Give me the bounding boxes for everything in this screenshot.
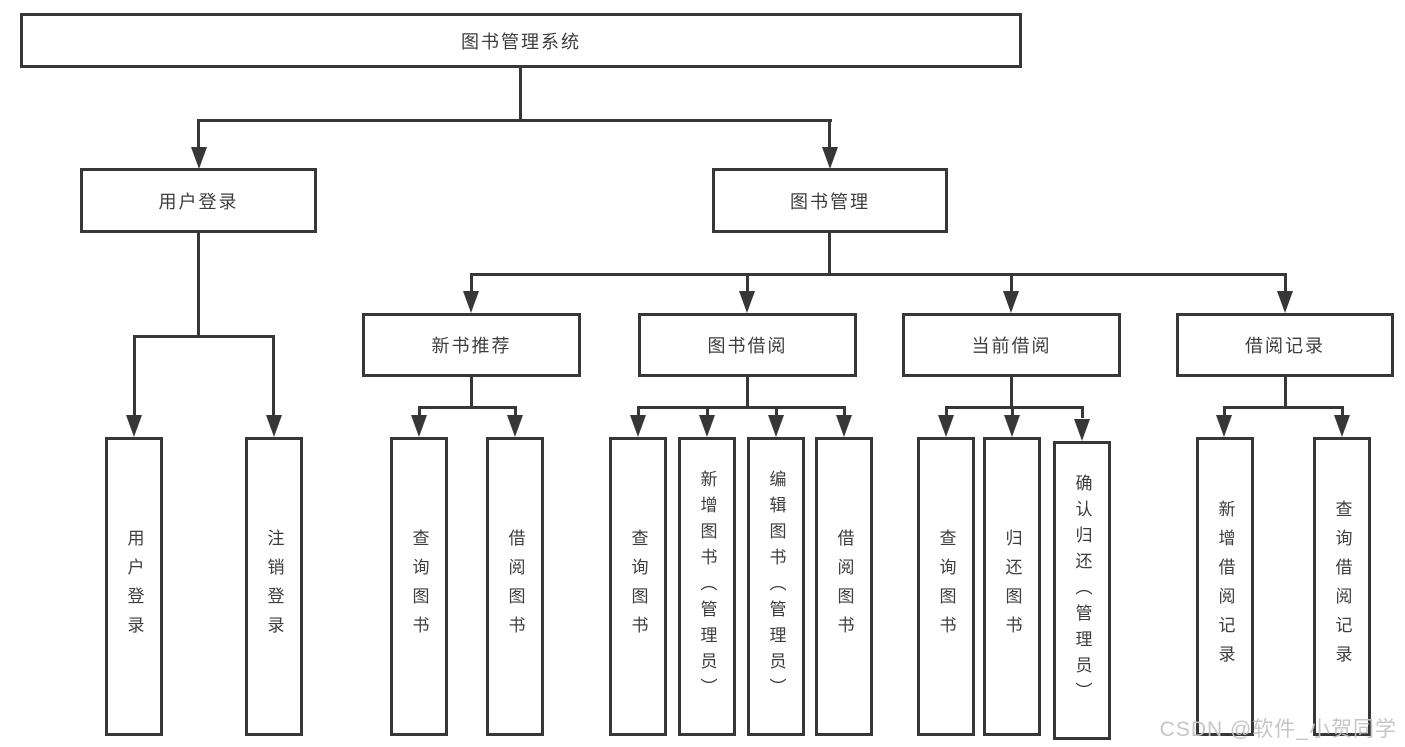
node-leaf-query-book-1: 查询图书 bbox=[390, 437, 448, 736]
node-leaf-query-borrow-record: 查询借阅记录 bbox=[1313, 437, 1371, 736]
node-label: 图书管理系统 bbox=[461, 31, 581, 52]
connector-line bbox=[470, 273, 473, 297]
connector-line bbox=[828, 119, 831, 151]
node-book-management: 图书管理 bbox=[712, 168, 948, 233]
connector-line bbox=[272, 335, 275, 417]
node-user-login: 用户登录 bbox=[80, 168, 317, 233]
arrowhead-down-icon bbox=[1277, 291, 1293, 313]
node-label: 图书借阅 bbox=[707, 336, 788, 356]
node-label: 用户登录 bbox=[158, 191, 239, 212]
node-leaf-logout: 注销登录 bbox=[245, 437, 303, 736]
connector-line bbox=[945, 406, 1084, 409]
connector-line bbox=[843, 406, 846, 418]
connector-line bbox=[1223, 406, 1226, 418]
leaf-label: 新增图书（管理员） bbox=[697, 469, 717, 704]
connector-line bbox=[746, 377, 749, 409]
arrowhead-down-icon bbox=[836, 415, 852, 437]
connector-line bbox=[514, 406, 517, 418]
connector-line bbox=[1284, 273, 1287, 297]
node-root-system: 图书管理系统 bbox=[20, 13, 1022, 68]
connector-line bbox=[133, 335, 136, 417]
connector-line bbox=[418, 406, 517, 409]
node-leaf-return-book: 归还图书 bbox=[983, 437, 1041, 736]
node-current-borrow: 当前借阅 bbox=[902, 313, 1121, 377]
arrowhead-down-icon bbox=[699, 415, 715, 437]
node-leaf-add-book-admin: 新增图书（管理员） bbox=[678, 437, 736, 736]
leaf-label: 归还图书 bbox=[1002, 528, 1022, 645]
connector-line bbox=[637, 406, 846, 409]
leaf-label: 查询图书 bbox=[628, 528, 648, 645]
connector-line bbox=[1010, 273, 1013, 297]
connector-line bbox=[945, 406, 948, 418]
leaf-label: 借阅图书 bbox=[505, 528, 525, 645]
leaf-label: 编辑图书（管理员） bbox=[766, 469, 786, 704]
connector-line bbox=[1284, 377, 1287, 409]
leaf-label: 借阅图书 bbox=[834, 528, 854, 645]
node-label: 图书管理 bbox=[790, 191, 870, 212]
arrowhead-down-icon bbox=[191, 147, 207, 169]
node-new-book-recommend: 新书推荐 bbox=[362, 313, 581, 377]
node-leaf-edit-book-admin: 编辑图书（管理员） bbox=[747, 437, 805, 736]
leaf-label: 新增借阅记录 bbox=[1215, 499, 1235, 674]
arrowhead-down-icon bbox=[266, 415, 282, 437]
connector-line bbox=[1081, 406, 1084, 418]
node-label: 新书推荐 bbox=[431, 336, 512, 356]
node-leaf-query-book-2: 查询图书 bbox=[609, 437, 667, 736]
arrowhead-down-icon bbox=[463, 291, 479, 313]
arrowhead-down-icon bbox=[1216, 415, 1232, 437]
connector-line bbox=[828, 233, 831, 276]
leaf-label: 注销登录 bbox=[264, 528, 284, 645]
connector-line bbox=[197, 119, 200, 151]
arrowhead-down-icon bbox=[630, 415, 646, 437]
connector-line bbox=[1011, 406, 1014, 418]
connector-line bbox=[746, 273, 749, 297]
node-leaf-query-book-3: 查询图书 bbox=[917, 437, 975, 736]
arrowhead-down-icon bbox=[411, 415, 427, 437]
connector-line bbox=[133, 335, 275, 338]
connector-line bbox=[197, 233, 200, 338]
connector-line bbox=[198, 119, 832, 122]
connector-line bbox=[1223, 406, 1344, 409]
connector-line bbox=[471, 273, 1287, 276]
connector-line bbox=[519, 67, 522, 122]
node-leaf-borrow-book-1: 借阅图书 bbox=[486, 437, 544, 736]
node-label: 当前借阅 bbox=[971, 336, 1052, 356]
leaf-label: 查询图书 bbox=[409, 528, 429, 645]
node-leaf-add-borrow-record: 新增借阅记录 bbox=[1196, 437, 1254, 736]
arrowhead-down-icon bbox=[822, 147, 838, 169]
arrowhead-down-icon bbox=[1004, 415, 1020, 437]
node-label: 借阅记录 bbox=[1245, 336, 1325, 356]
leaf-label: 查询借阅记录 bbox=[1332, 499, 1352, 674]
connector-line bbox=[470, 377, 473, 409]
csdn-watermark: CSDN @软件_小贺同学 bbox=[1159, 718, 1397, 741]
node-borrow-records: 借阅记录 bbox=[1176, 313, 1394, 377]
connector-line bbox=[706, 406, 709, 418]
connector-line bbox=[775, 406, 778, 418]
leaf-label: 查询图书 bbox=[936, 528, 956, 645]
arrowhead-down-icon bbox=[1003, 291, 1019, 313]
leaf-label: 用户登录 bbox=[124, 528, 144, 645]
leaf-label: 确认归还（管理员） bbox=[1072, 473, 1092, 708]
node-leaf-borrow-book-2: 借阅图书 bbox=[815, 437, 873, 736]
connector-line bbox=[418, 406, 421, 418]
connector-line bbox=[637, 406, 640, 418]
connector-line bbox=[1010, 377, 1013, 409]
arrowhead-down-icon bbox=[768, 415, 784, 437]
arrowhead-down-icon bbox=[739, 291, 755, 313]
arrowhead-down-icon bbox=[507, 415, 523, 437]
connector-line bbox=[1341, 406, 1344, 418]
arrowhead-down-icon bbox=[1334, 415, 1350, 437]
arrowhead-down-icon bbox=[938, 415, 954, 437]
node-book-borrow: 图书借阅 bbox=[638, 313, 857, 377]
arrowhead-down-icon bbox=[1074, 419, 1090, 441]
node-leaf-confirm-return-admin: 确认归还（管理员） bbox=[1053, 441, 1111, 740]
arrowhead-down-icon bbox=[126, 415, 142, 437]
node-leaf-user-login-action: 用户登录 bbox=[105, 437, 163, 736]
